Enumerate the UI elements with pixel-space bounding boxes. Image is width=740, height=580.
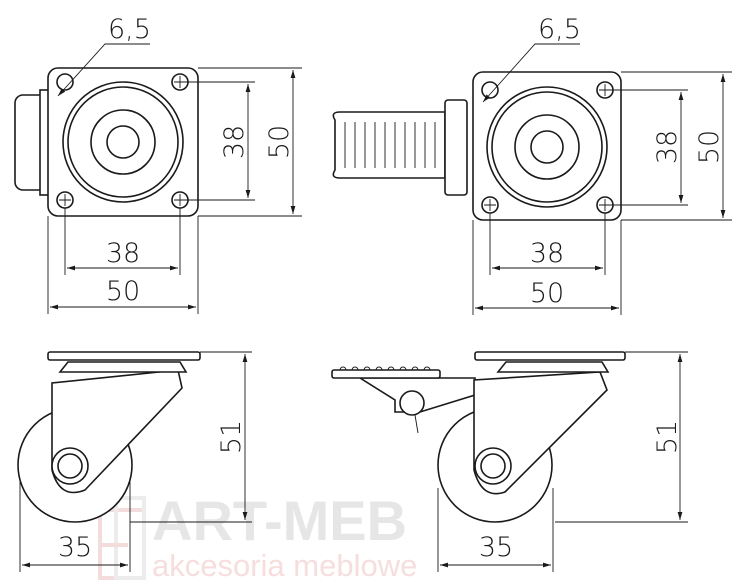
plate-height-label: 50 bbox=[264, 125, 295, 159]
hole-spacing-h-label: 38 bbox=[106, 238, 140, 269]
watermark-brand: ART-MEB bbox=[152, 489, 407, 552]
top-plate bbox=[47, 351, 201, 361]
hole-diameter-label: 6,5 bbox=[538, 14, 581, 45]
hole-spacing-v-label: 38 bbox=[652, 130, 683, 164]
top-plate bbox=[474, 351, 626, 361]
height-label: 51 bbox=[652, 420, 683, 454]
height-label: 51 bbox=[216, 420, 247, 454]
plate-width-label: 50 bbox=[530, 278, 564, 309]
mounting-plate bbox=[472, 71, 622, 221]
side-view-plain: 51 35 bbox=[17, 351, 252, 572]
brake-pedal-side bbox=[331, 366, 441, 379]
plate-width-label: 50 bbox=[106, 276, 140, 307]
watermark-tagline: akcesoria meblowe bbox=[152, 548, 417, 580]
brake-pedal bbox=[332, 111, 446, 179]
top-view-plain: 6,5 38 50 38 50 bbox=[14, 14, 302, 314]
mounting-plate bbox=[47, 67, 199, 217]
wheel-width-label: 35 bbox=[58, 532, 92, 563]
plate-height-label: 50 bbox=[694, 130, 725, 164]
top-view-brake: 6,5 38 50 38 50 bbox=[332, 14, 732, 315]
watermark: ART-MEB akcesoria meblowe bbox=[98, 489, 417, 580]
brake-bracket bbox=[444, 99, 468, 196]
hole-spacing-v-label: 38 bbox=[219, 125, 250, 159]
side-view-brake: 51 35 bbox=[331, 351, 688, 572]
hole-diameter-label: 6,5 bbox=[108, 14, 151, 45]
wheel-width-label: 35 bbox=[479, 532, 513, 563]
hole-spacing-h-label: 38 bbox=[530, 238, 564, 269]
